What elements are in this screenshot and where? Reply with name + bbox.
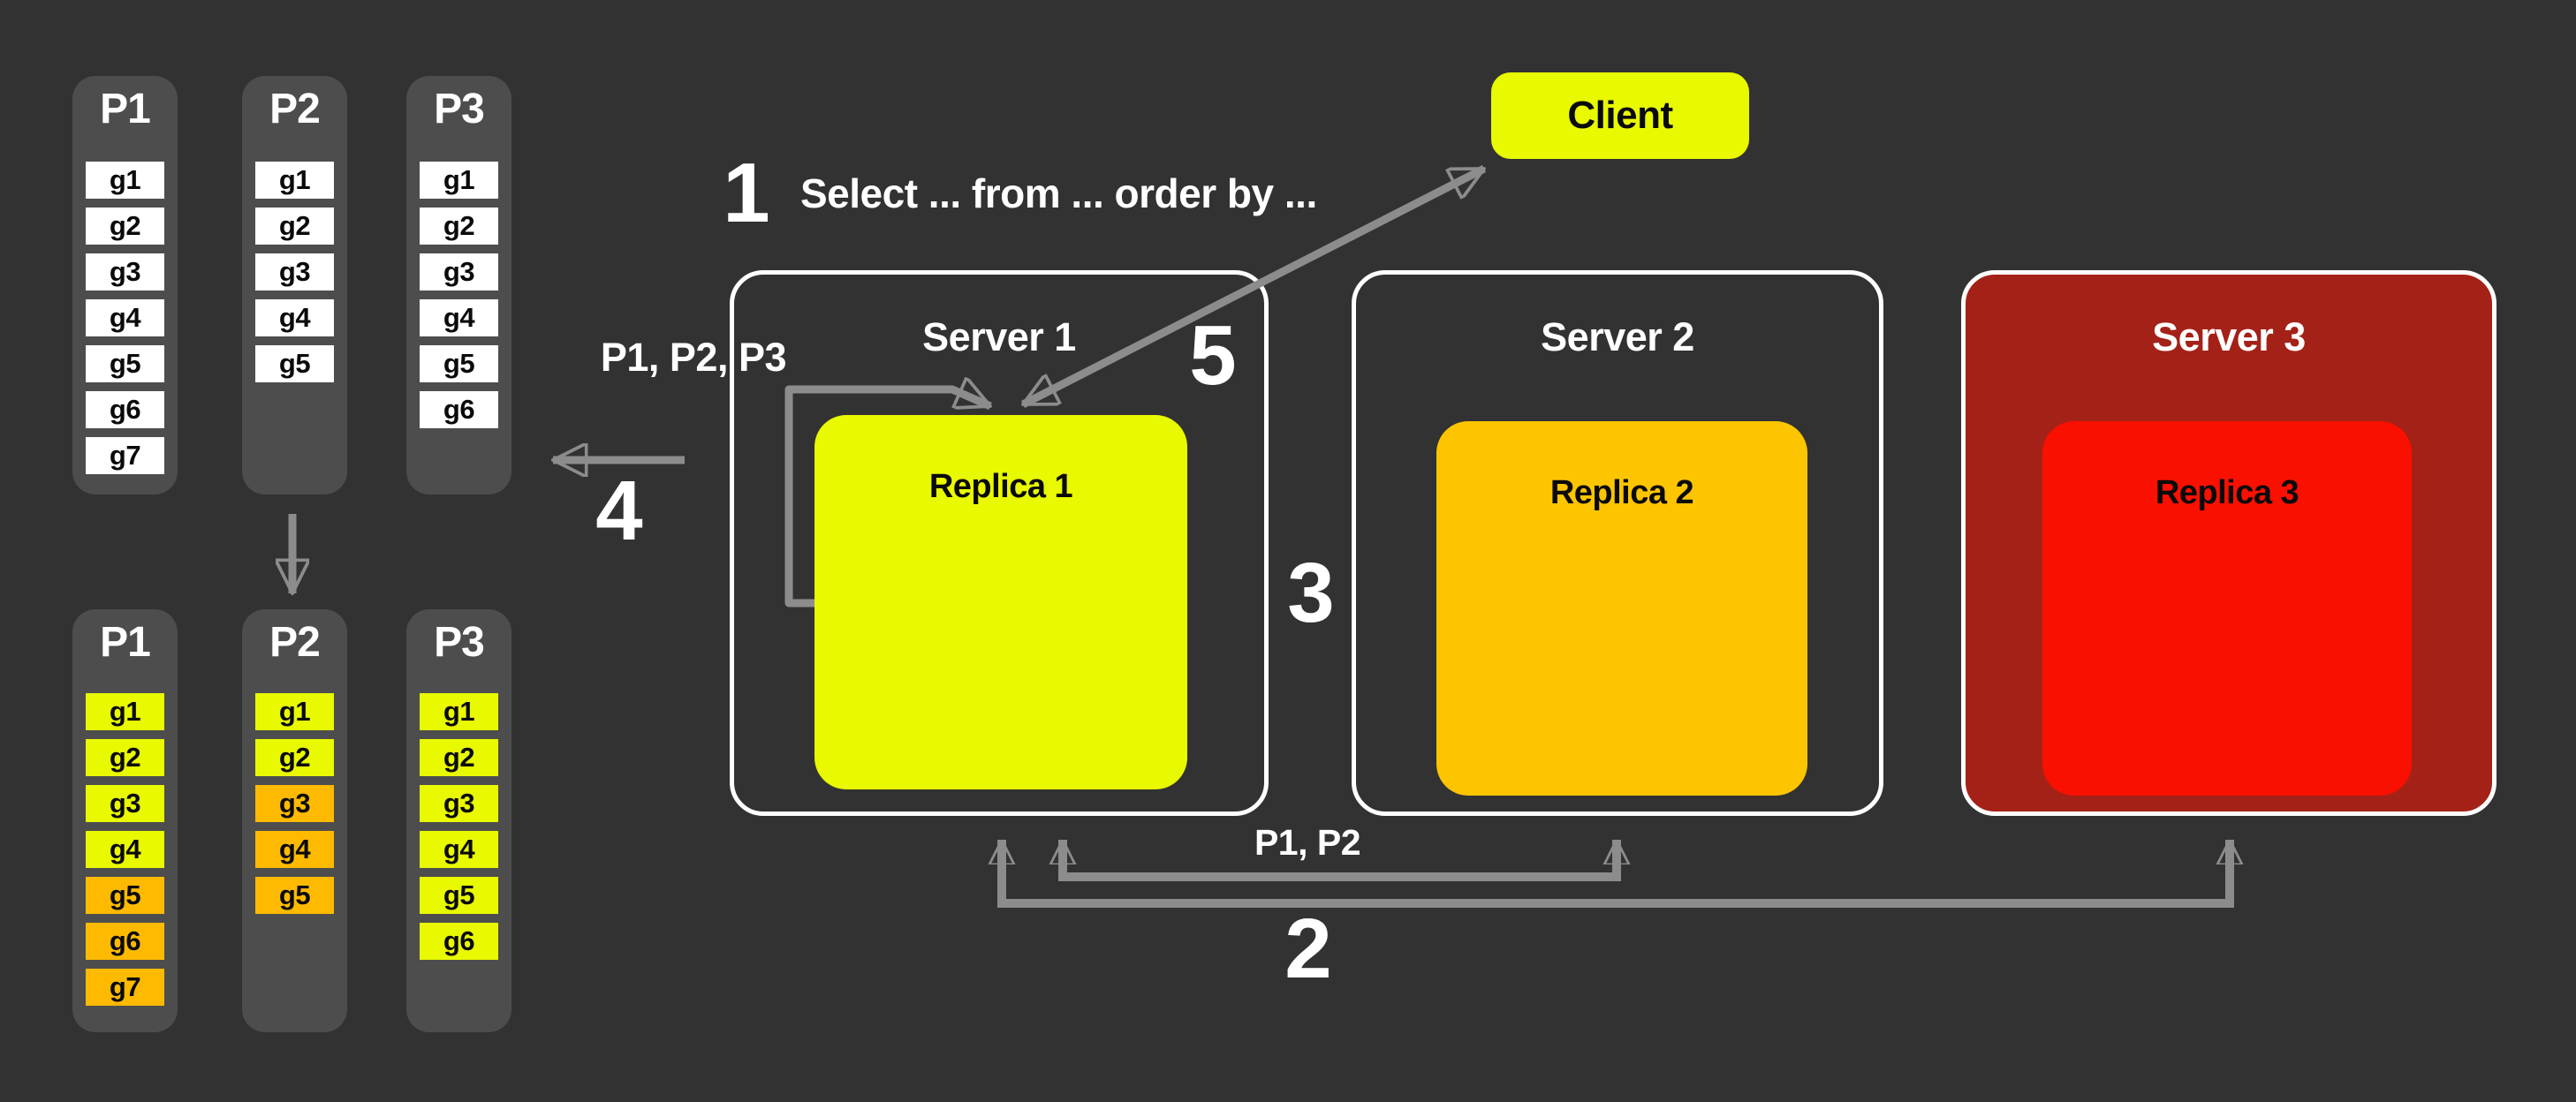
partition-cell: g1 — [420, 693, 498, 730]
server-box-2: Server 2 Replica 2 — [1352, 270, 1883, 816]
partition-title: P2 — [269, 619, 321, 666]
partition-column-before-p2: P2 g1 g2 g3 g4 g5 — [242, 76, 347, 494]
replica-box-3: Replica 3 — [2042, 421, 2412, 796]
partition-column-before-p1: P1 g1 g2 g3 g4 g5 g6 g7 — [72, 76, 178, 494]
partition-cell: g7 — [86, 437, 164, 474]
partition-cell: g2 — [86, 739, 164, 776]
partition-cell: g1 — [86, 162, 164, 199]
partition-column-after-p1: P1 g1 g2 g3 g4 g5 g6 g7 — [72, 609, 178, 1032]
query-text: Select ... from ... order by ... — [800, 170, 1317, 216]
replica-label: Replica 3 — [2155, 474, 2299, 511]
partition-title: P1 — [100, 619, 151, 666]
partition-cell: g4 — [255, 299, 334, 336]
replica-label: Replica 1 — [928, 468, 1073, 505]
partition-cell: g2 — [420, 208, 498, 245]
partition-cell: g3 — [86, 785, 164, 822]
partition-cell: g5 — [255, 877, 334, 914]
partition-cell: g2 — [86, 208, 164, 245]
partition-cell: g5 — [255, 345, 334, 382]
partition-column-after-p3: P3 g1 g2 g3 g4 g5 g6 — [406, 609, 511, 1032]
partition-cell: g3 — [420, 253, 498, 291]
step-1-number: 1 — [723, 146, 769, 240]
server1-partitions-label: P1, P2, P3 — [600, 335, 787, 380]
partition-cell: g5 — [420, 345, 498, 382]
replica-box-2: Replica 2 — [1436, 421, 1807, 796]
partition-title: P2 — [269, 86, 321, 132]
partition-cell: g7 — [86, 969, 164, 1006]
step-4-number: 4 — [595, 464, 642, 558]
server-title: Server 3 — [2152, 314, 2306, 359]
partition-cell: g6 — [420, 923, 498, 960]
partition-cell: g4 — [255, 831, 334, 868]
partition-cell: g1 — [255, 162, 334, 199]
partition-cell: g4 — [420, 831, 498, 868]
step-3-number: 3 — [1287, 546, 1334, 640]
server-box-3: Server 3 Replica 3 — [1961, 270, 2496, 816]
server-title: Server 2 — [1541, 314, 1694, 359]
partition-cell: g5 — [86, 877, 164, 914]
partition-cell: g1 — [420, 162, 498, 199]
partition-cell: g4 — [86, 831, 164, 868]
partition-cell: g5 — [86, 345, 164, 382]
partition-cell: g6 — [420, 391, 498, 428]
partition-cell: g3 — [86, 253, 164, 291]
partition-title: P1 — [100, 86, 151, 132]
partition-cell: g1 — [255, 693, 334, 730]
partition-cell: g2 — [255, 208, 334, 245]
partition-column-before-p3: P3 g1 g2 g3 g4 g5 g6 — [406, 76, 511, 494]
step-2-number: 2 — [1284, 902, 1331, 996]
partition-cell: g2 — [255, 739, 334, 776]
step-5-number: 5 — [1189, 308, 1236, 403]
partition-cell: g2 — [420, 739, 498, 776]
partition-cell: g5 — [420, 877, 498, 914]
partition-cell: g1 — [86, 693, 164, 730]
partition-cell: g4 — [420, 299, 498, 336]
partition-title: P3 — [434, 619, 485, 666]
replica-label: Replica 2 — [1549, 474, 1694, 511]
replica-box-1: Replica 1 — [814, 415, 1187, 789]
partition-title: P3 — [434, 86, 485, 132]
partition-cell: g6 — [86, 923, 164, 960]
scatter-gather-arrow-server3 — [1002, 840, 2230, 908]
partition-cell: g4 — [86, 299, 164, 336]
partition-cell: g3 — [255, 785, 334, 822]
scatter-partitions-label: P1, P2 — [1254, 822, 1361, 863]
client-box: Client — [1491, 72, 1749, 159]
partition-column-after-p2: P2 g1 g2 g3 g4 g5 — [242, 609, 347, 1032]
partition-cell: g3 — [255, 253, 334, 291]
partition-cell: g6 — [86, 391, 164, 428]
partition-cell: g3 — [420, 785, 498, 822]
